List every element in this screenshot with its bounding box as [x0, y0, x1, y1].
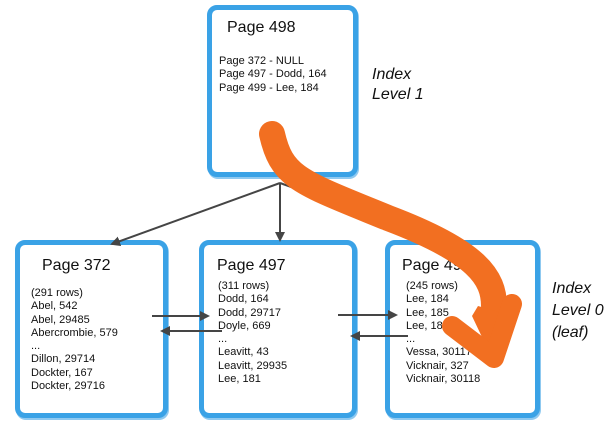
index-level-1-label-line: Level 1 [372, 86, 424, 103]
leaf-page-box-1: Page 372 (291 rows) Abel, 542 Abel, 2948… [15, 240, 168, 418]
leaf-page-rows-2: (311 rows) Dodd, 164 Dodd, 29717 Doyle, … [218, 280, 287, 386]
seek-path-arrowhead-stroke [442, 294, 522, 368]
index-level-0-label-line: Index [552, 280, 592, 297]
leaf-row: Vessa, 30117 [406, 346, 472, 359]
seek-path-arrow [259, 121, 507, 319]
leaf-page-rows-3: (245 rows) Lee, 184 Lee, 185 Lee, 186 ..… [406, 280, 480, 386]
leaf-row: Abel, 29485 [31, 313, 90, 326]
leaf-row: Dodd, 164 [218, 293, 269, 306]
root-page-entries: Page 372 - NULL Page 497 - Dodd, 164 Pag… [219, 55, 327, 95]
leaf-row: ... [31, 340, 41, 353]
root-entry: Page 372 - NULL [219, 55, 304, 67]
leaf-row: ... [218, 333, 228, 346]
leaf-row: Lee, 186 [406, 319, 449, 332]
leaf-row: Dockter, 29716 [31, 380, 105, 393]
leaf-row: Vicknair, 327 [406, 359, 469, 372]
root-page-title: Page 498 [227, 19, 296, 36]
leaf-row: (291 rows) [31, 287, 83, 299]
index-level-0-label-line: (leaf) [552, 324, 589, 341]
leaf-page-box-2: Page 497 (311 rows) Dodd, 164 Dodd, 2971… [199, 240, 357, 418]
leaf-row: (311 rows) [218, 280, 270, 292]
leaf-row: Lee, 185 [406, 306, 449, 319]
leaf-row: ... [406, 333, 416, 346]
leaf-page-title-1: Page 372 [42, 257, 111, 274]
leaf-row: Doyle, 669 [218, 319, 271, 332]
leaf-row: Abercrombie, 579 [31, 326, 118, 339]
leaf-row: Dodd, 29717 [218, 306, 281, 319]
index-level-1-label: Index Level 1 [372, 65, 424, 105]
leaf-row: Lee, 184 [406, 293, 449, 306]
index-level-0-label-line: Level 0 [552, 302, 604, 319]
tree-edge-left [110, 182, 281, 246]
index-level-1-label-line: Index [372, 66, 412, 83]
leaf-row: Abel, 542 [31, 300, 78, 313]
leaf-row: (245 rows) [406, 280, 458, 292]
leaf-row: Leavitt, 29935 [218, 359, 288, 372]
leaf-row: Lee, 181 [218, 373, 261, 386]
index-level-0-label: Index Level 0 (leaf) [552, 278, 604, 344]
leaf-row: Dillon, 29714 [31, 353, 96, 366]
leaf-page-title-2: Page 497 [217, 257, 286, 274]
leaf-row: Dockter, 167 [31, 366, 93, 379]
leaf-row: Leavitt, 43 [218, 346, 269, 359]
root-entry: Page 499 - Lee, 184 [219, 81, 319, 94]
leaf-page-rows-1: (291 rows) Abel, 542 Abel, 29485 Abercro… [31, 287, 118, 393]
leaf-row: Vicknair, 30118 [406, 373, 481, 386]
root-entry: Page 497 - Dodd, 164 [219, 68, 327, 81]
